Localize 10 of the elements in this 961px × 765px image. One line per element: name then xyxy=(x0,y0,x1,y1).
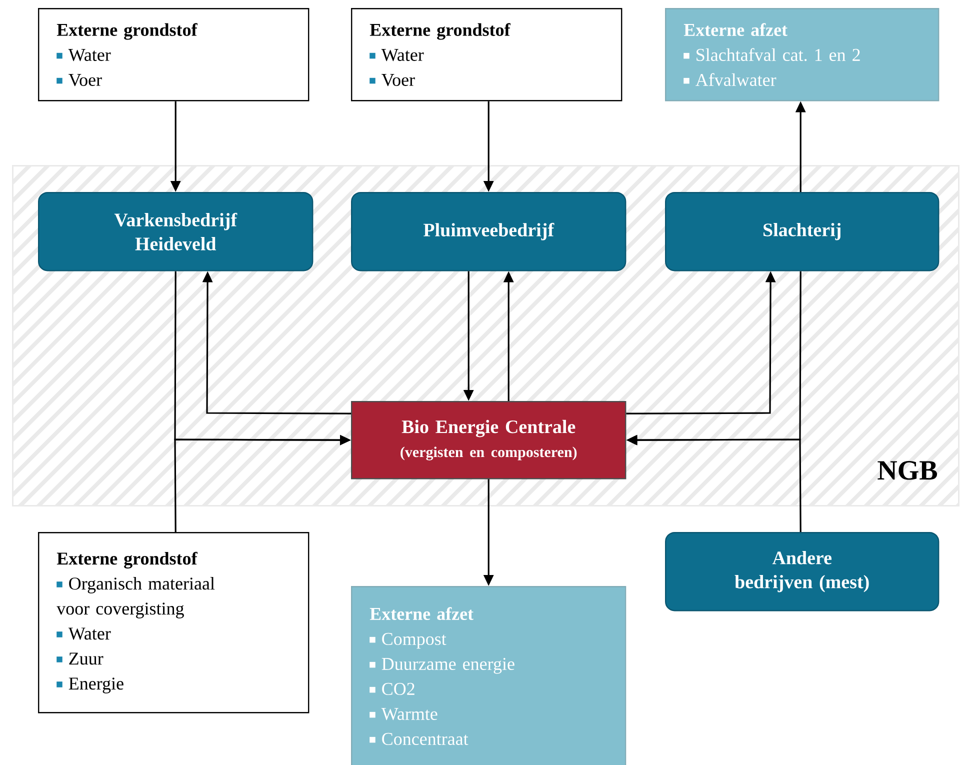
supply-box: Externe grondstof Water Voer xyxy=(38,8,310,102)
company-box: Pluimveebedrijf xyxy=(351,192,626,272)
output-box: Externe afzet Compost Duurzame energie CO2 Warmte Concentraat xyxy=(351,586,626,765)
company-box: Andere bedrijven (mest) xyxy=(665,532,940,612)
supply-box: Externe grondstof Water Voer xyxy=(351,8,622,102)
company-box: Slachterij xyxy=(665,192,940,272)
supply-box: Externe grondstof Organisch materiaal voor covergisting Water Zuur Energie xyxy=(38,532,310,714)
output-box: Externe afzet Slachtafval cat. 1 en 2 Afvalwater xyxy=(665,8,940,102)
plant-box: Bio Energie Centrale (vergisten en composteren) xyxy=(351,401,626,480)
company-box: Varkensbedrijf Heideveld xyxy=(38,192,314,272)
